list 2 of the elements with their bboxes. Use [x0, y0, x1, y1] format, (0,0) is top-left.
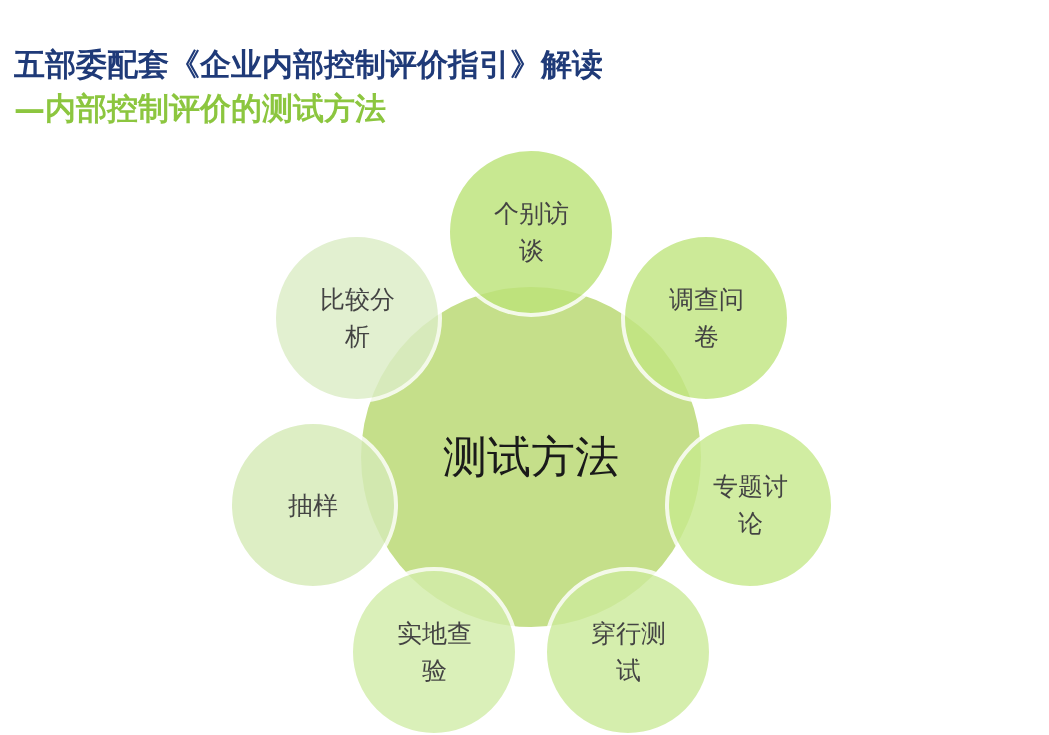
subtitle: —内部控制评价的测试方法	[14, 90, 386, 126]
title: 五部委配套《企业内部控制评价指引》解读	[14, 46, 603, 82]
